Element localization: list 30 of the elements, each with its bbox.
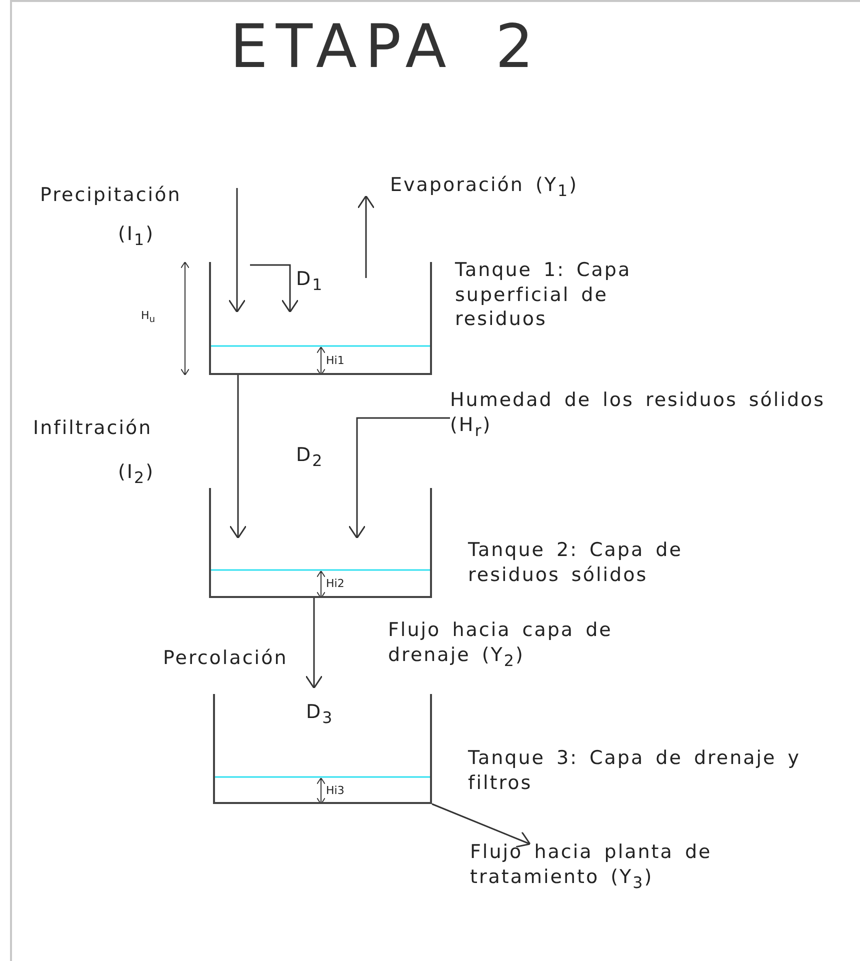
flow-label: (I$_{1}$) [118,222,155,250]
dimension-label: H$_{u}$ [141,309,156,326]
dimension-label: Hi3 [326,784,344,798]
flow-arrow [348,417,450,539]
flow-label: Percolación [163,646,288,671]
flow-arrow [250,264,299,313]
flow-label: D$_{3}$ [306,700,334,728]
flow-label: D$_{2}$ [296,443,324,472]
flow-arrow [357,195,375,278]
diagram-title: ETAPA 2 [230,12,542,82]
flow-label: D$_{1}$ [296,267,324,296]
flow-label: Humedad de los residuos sólidos (H$_{r}$) [450,388,845,442]
flow-arrow [229,375,247,539]
dimension-label: Hi2 [326,577,344,592]
tank-caption: Tanque 1: Capa superficial de residuos [455,258,632,332]
open-tank [209,262,432,375]
flow-label: Precipitación [40,183,182,208]
flow-label: Flujo hacia planta de tratamiento (Y$_{3}$) [470,840,760,894]
flow-label: Evaporación (Y$_{1}$) [390,173,578,202]
flow-arrow [305,598,323,689]
flow-label: Infiltración [33,416,152,441]
flow-label: (I$_{2}$) [118,460,155,488]
tank-caption: Tanque 2: Capa de residuos sólidos [468,538,684,588]
dimension-label: Hi1 [326,354,344,368]
flow-arrow [228,188,246,313]
open-tank [209,488,432,598]
open-tank [213,694,432,804]
flow-label: Flujo hacia capa de drenaje (Y$_{2}$) [388,618,614,672]
tank-caption: Tanque 3: Capa de drenaje y filtros [468,746,802,796]
flow-arrow [432,803,531,848]
